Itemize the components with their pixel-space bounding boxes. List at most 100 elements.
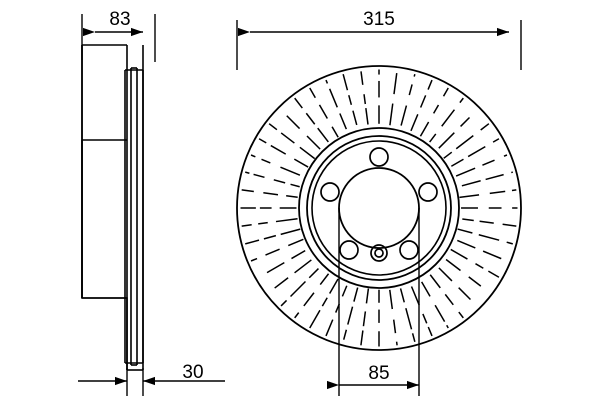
cooling-vane-dash: [461, 180, 481, 187]
cooling-vane-dash: [348, 94, 353, 106]
cooling-vane-dash: [438, 267, 453, 282]
bolt-hole: [339, 240, 359, 260]
cooling-vane-dash: [480, 123, 490, 131]
cooling-vane-dash: [365, 107, 369, 125]
dimension-30: [78, 368, 225, 396]
cooling-vane-dash: [492, 138, 500, 143]
cooling-vane-dash: [274, 277, 289, 289]
cooling-vane-dash: [360, 71, 364, 85]
cooling-vane-dash: [241, 189, 254, 193]
side-section-view: [81, 44, 144, 371]
cooling-vane-dash: [318, 104, 329, 119]
cooling-vane-dash: [438, 132, 455, 149]
bolt-hole: [418, 182, 438, 202]
cooling-vane-dash: [419, 95, 427, 108]
cooling-vane-dash: [429, 274, 441, 289]
cooling-vane-dash: [441, 109, 456, 127]
cooling-vane-dash: [460, 116, 471, 127]
cooling-vane-dash: [280, 228, 301, 236]
dimension-315-label: 315: [363, 9, 395, 30]
cooling-vane-dash: [289, 280, 307, 298]
cooling-vane-dash: [353, 287, 359, 302]
cooling-vane-dash: [266, 262, 285, 274]
cooling-vane-dash: [475, 263, 484, 269]
cooling-vane-dash: [434, 304, 446, 323]
cooling-vane-dash: [286, 195, 298, 199]
cooling-vane-dash: [462, 218, 474, 222]
cooling-vane-dash: [427, 79, 433, 90]
cooling-vane-dash: [261, 158, 271, 164]
cooling-vane-dash: [293, 158, 309, 168]
cooling-vane-dash: [478, 234, 500, 241]
cooling-vane-dash: [408, 84, 413, 96]
cooling-vane-dash: [482, 159, 495, 166]
cooling-vane-dash: [363, 94, 367, 105]
cooling-vane-dash: [294, 259, 312, 274]
cooling-vane-dash: [413, 74, 416, 77]
cooling-vane-dash: [325, 79, 329, 84]
cooling-vane-dash: [457, 228, 473, 234]
cooling-vane-dash: [450, 158, 464, 167]
cooling-vane-dash: [443, 151, 453, 159]
cooling-vane-dash: [506, 241, 513, 245]
cooling-vane-dash: [455, 167, 476, 177]
cooling-vane-dash: [250, 257, 258, 262]
cooling-vane-dash: [321, 297, 328, 307]
cooling-vane-dash: [445, 258, 461, 272]
vane-ring-inner-edge: [298, 127, 460, 289]
dimension-315: [236, 20, 522, 70]
cooling-vane-dash: [502, 223, 517, 227]
dimension-85: [327, 208, 420, 396]
cooling-vane-dash: [399, 288, 405, 303]
cooling-vane-dash: [489, 190, 506, 195]
cooling-vane-dash: [419, 121, 430, 137]
cooling-vane-dash: [421, 281, 431, 297]
cooling-vane-dash: [309, 309, 321, 329]
cooling-vane-dash: [319, 273, 330, 286]
cooling-vane-dash: [455, 135, 474, 150]
cooling-vane-dash: [245, 239, 260, 245]
cooling-vane-dash: [299, 146, 316, 160]
disc-outer-rim: [236, 65, 522, 351]
cooling-vane-dash: [339, 113, 348, 130]
cooling-vane-dash: [400, 105, 408, 126]
cooling-vane-dash: [352, 110, 358, 126]
cooling-vane-dash: [291, 249, 306, 260]
bolt-hole: [399, 240, 419, 260]
cooling-vane-dash: [294, 97, 303, 109]
cooling-vane-dash: [265, 248, 280, 256]
cooling-vane-dash: [245, 171, 250, 174]
cooling-vane-dash: [280, 299, 288, 307]
cooling-vane-dash: [290, 183, 300, 188]
cooling-vane-dash: [294, 312, 300, 319]
cooling-vane-dash: [457, 239, 476, 249]
cooling-vane-dash: [331, 126, 339, 138]
cooling-vane-dash: [503, 154, 508, 157]
cooling-vane-dash: [263, 234, 277, 240]
cooling-vane-dash: [405, 307, 413, 330]
cooling-vane-dash: [270, 144, 287, 155]
bolt-hole: [369, 147, 389, 167]
locating-pin-hole-inner: [374, 248, 384, 258]
cooling-vane-dash: [450, 248, 468, 260]
cooling-vane-dash: [444, 293, 454, 306]
cooling-vane-dash: [411, 333, 416, 342]
cooling-vane-dash: [275, 217, 298, 223]
dimension-83: [81, 14, 156, 62]
cooling-vane-dash: [458, 311, 464, 319]
cooling-vane-dash: [273, 179, 286, 184]
cooling-vane-dash: [342, 74, 349, 91]
cooling-vane-dash: [360, 330, 364, 346]
cooling-vane-dash: [341, 285, 348, 297]
locating-pin-hole-outer: [370, 244, 388, 262]
cooling-vane-group: [240, 69, 518, 347]
cooling-vane-dash: [258, 221, 268, 225]
front-face-view: [236, 65, 522, 351]
cooling-vane-dash: [410, 113, 419, 132]
bolt-hole: [320, 182, 340, 202]
cooling-vane-dash: [422, 313, 428, 324]
cooling-vane-dash: [459, 97, 464, 104]
cooling-vane-dash: [393, 73, 398, 95]
